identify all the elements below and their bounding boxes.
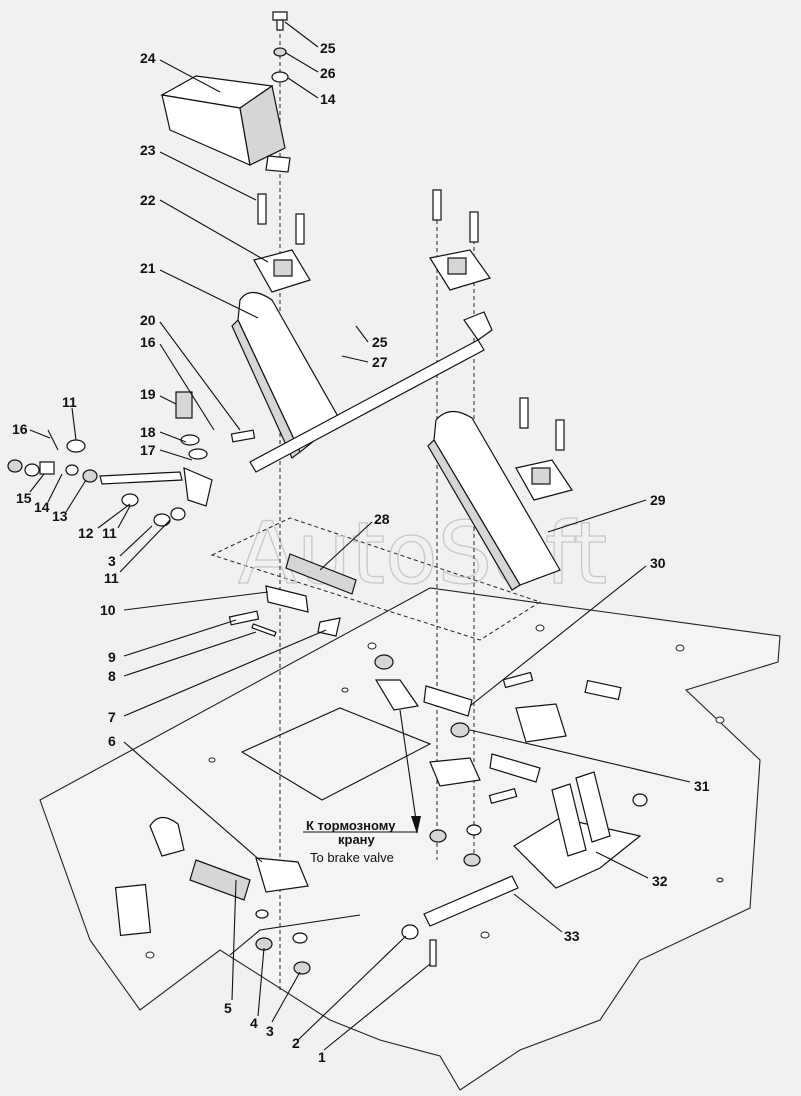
callout-19: 19 [140,386,156,402]
callout-3-left: 3 [108,553,116,569]
callout-3-bottom: 3 [266,1023,274,1039]
callout-27: 27 [372,354,388,370]
lower-parts [149,816,519,975]
callout-labels: 25 26 14 24 23 22 21 20 16 19 18 17 11 1… [12,40,710,1065]
callout-21: 21 [140,260,156,276]
left-cluster [7,391,256,527]
callout-11-mid: 11 [102,525,117,541]
callout-10: 10 [100,602,116,618]
callout-5: 5 [224,1000,232,1016]
bracket-right [429,249,491,291]
spring-28 [285,553,357,595]
plate-opening [240,707,432,801]
callout-15: 15 [16,490,32,506]
callout-11-low: 11 [104,570,119,586]
callout-33: 33 [564,928,580,944]
callout-31: 31 [694,778,710,794]
callout-12: 12 [78,525,94,541]
callout-26: 26 [320,65,336,81]
callout-24: 24 [140,50,156,66]
callout-14-top: 14 [320,91,336,107]
callout-1: 1 [318,1049,326,1065]
callout-2: 2 [292,1035,300,1051]
bracket-32 [513,771,648,889]
centre-lines [279,20,475,990]
callout-25-mid: 25 [372,334,388,350]
callout-9: 9 [108,649,116,665]
plate-holes [145,624,725,959]
callout-22: 22 [140,192,156,208]
linkage-30-31 [374,654,567,804]
callout-16-mid: 16 [140,334,156,350]
bolts [257,189,565,451]
callout-11-top: 11 [62,394,77,410]
callout-17: 17 [140,442,156,458]
pedal-29 [427,410,561,591]
leader-lines [29,21,691,1051]
callout-13: 13 [52,508,68,524]
callout-14-left: 14 [34,499,50,515]
callout-6: 6 [108,733,116,749]
callout-25-top: 25 [320,40,336,56]
floor-plate [39,587,781,1091]
plate-cutout-edge [229,914,361,956]
annotation-en: To brake valve [310,850,394,865]
plate-slot-right [584,679,622,701]
callout-29: 29 [650,492,666,508]
callout-28: 28 [374,511,390,527]
top-bolt-stack [271,11,289,83]
callout-16-left: 16 [12,421,28,437]
cross-shaft [249,311,493,473]
arrow-shaft [399,709,417,821]
callout-20: 20 [140,312,156,328]
callout-32: 32 [652,873,668,889]
callout-18: 18 [140,424,156,440]
cover-24 [160,75,291,173]
callout-23: 23 [140,142,156,158]
callout-30: 30 [650,555,666,571]
dashed-region [210,517,542,641]
annotation-ru-line1: К тормозному [306,818,396,833]
plate-slot-left [114,883,152,937]
callout-7: 7 [108,709,116,725]
callout-8: 8 [108,668,116,684]
arrow-head [411,816,421,834]
clevis-and-pins [228,585,341,637]
watermark: AutoSoft [238,504,607,604]
bracket-mid-right [515,459,573,501]
callout-4: 4 [250,1015,258,1031]
bracket-left [253,249,311,293]
annotation-ru-line2: крану [338,832,376,847]
